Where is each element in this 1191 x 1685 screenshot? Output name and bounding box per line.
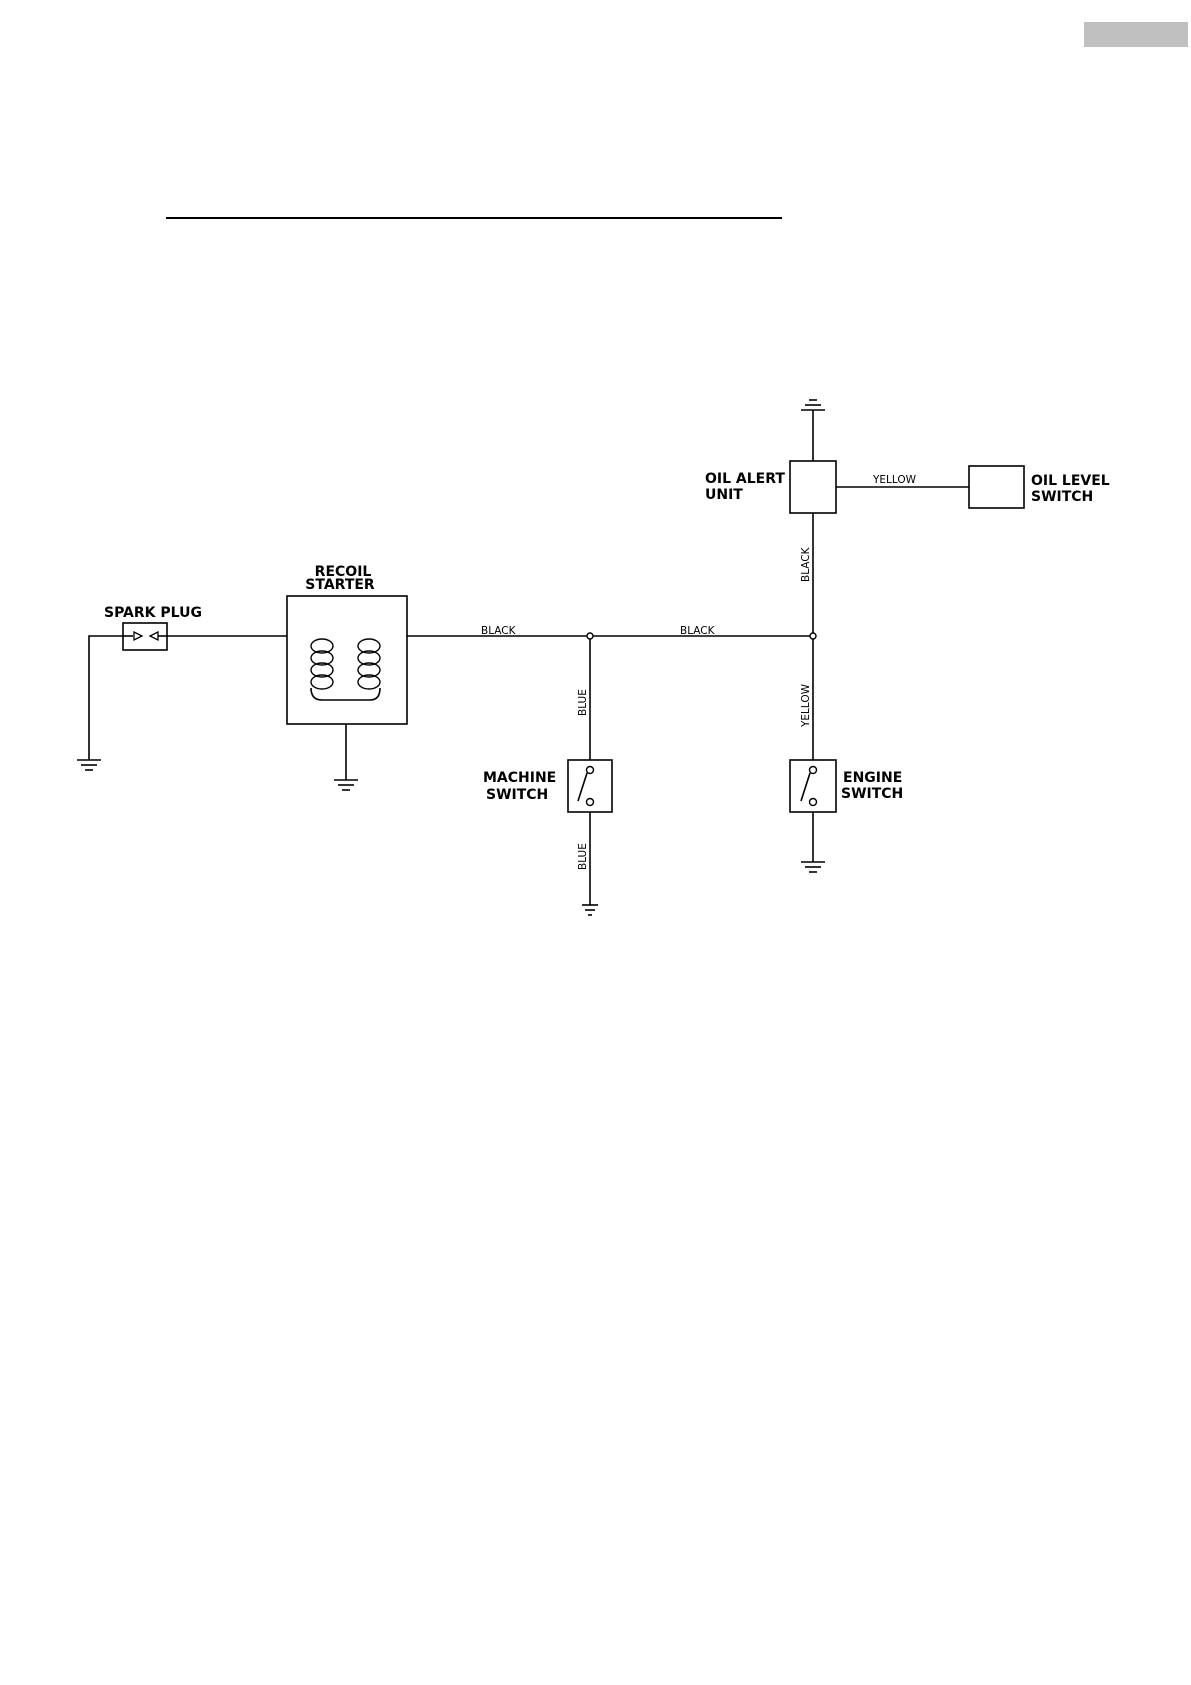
wire-label-black-1: BLACK bbox=[481, 625, 517, 637]
label-engine-switch-line2: SWITCH bbox=[841, 786, 903, 802]
label-engine-switch-line1: ENGINE bbox=[843, 770, 902, 786]
label-spark-plug: SPARK PLUG bbox=[104, 605, 202, 621]
wire-label-black-2: BLACK bbox=[680, 625, 716, 637]
wire-label-yellow-1: YELLOW bbox=[872, 474, 917, 486]
wire-label-yellow-2: YELLOW bbox=[800, 683, 812, 728]
wire-label-black-3: BLACK bbox=[800, 546, 812, 582]
ground-icon bbox=[801, 862, 825, 872]
oil-alert-unit: OIL ALERT UNIT bbox=[705, 461, 836, 513]
machine-switch: MACHINE SWITCH bbox=[483, 760, 612, 812]
spark-plug: SPARK PLUG bbox=[104, 605, 202, 650]
label-machine-switch-line2: SWITCH bbox=[486, 787, 548, 803]
junction-dot-2 bbox=[810, 633, 816, 639]
label-oil-alert-line1: OIL ALERT bbox=[705, 471, 785, 487]
wire-label-blue-2: BLUE bbox=[577, 843, 589, 870]
label-recoil-starter-line2: STARTER bbox=[305, 577, 375, 593]
junction-dot-1 bbox=[587, 633, 593, 639]
label-machine-switch-line1: MACHINE bbox=[483, 770, 556, 786]
ground-icon bbox=[77, 760, 101, 770]
ground-icon bbox=[801, 400, 825, 410]
wire-spark-ground bbox=[89, 636, 123, 760]
ground-icon bbox=[582, 905, 598, 915]
oil-level-switch: OIL LEVEL SWITCH bbox=[969, 466, 1110, 508]
label-oil-level-line1: OIL LEVEL bbox=[1031, 473, 1110, 489]
wires bbox=[89, 410, 969, 905]
label-oil-alert-line2: UNIT bbox=[705, 487, 743, 503]
label-oil-level-line2: SWITCH bbox=[1031, 489, 1093, 505]
ground-icon bbox=[334, 780, 358, 790]
recoil-starter: RECOIL STARTER bbox=[287, 564, 407, 724]
engine-switch: ENGINE SWITCH bbox=[790, 760, 903, 812]
wire-label-blue-1: BLUE bbox=[577, 689, 589, 716]
